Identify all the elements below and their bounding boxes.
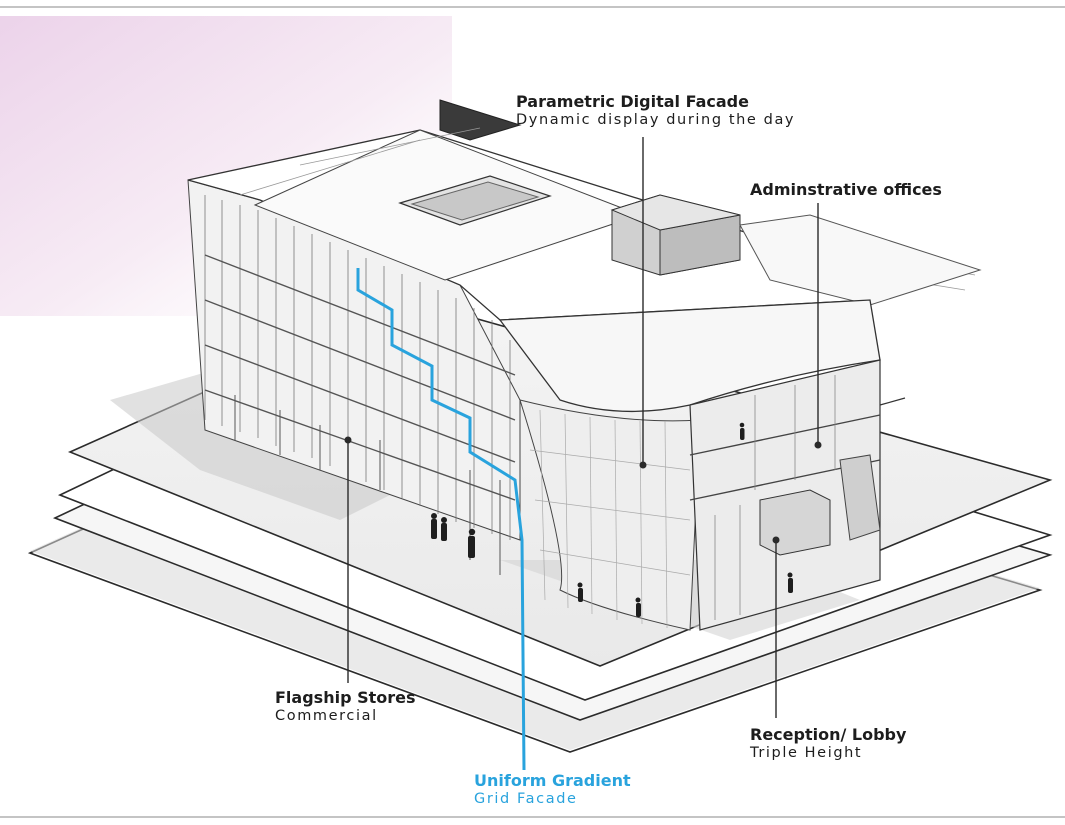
label-title: Adminstrative offices [750, 180, 942, 199]
label-subtitle: Commercial [275, 708, 378, 724]
uniform-gradient-grid-line [356, 268, 526, 771]
label-parametric-facade: Parametric Digital Facade Dynamic displa… [516, 92, 795, 128]
label-subtitle: Triple Height [750, 745, 863, 761]
label-flagship-stores: Flagship Stores Commercial [275, 688, 416, 724]
label-uniform-gradient: Uniform Gradient Grid Facade [474, 771, 631, 807]
label-subtitle: Grid Facade [474, 791, 578, 807]
label-reception-lobby: Reception/ Lobby Triple Height [750, 725, 906, 761]
label-title: Uniform Gradient [474, 771, 631, 790]
label-title: Parametric Digital Facade [516, 92, 749, 111]
people-figures [431, 422, 793, 617]
label-subtitle: Dynamic display during the day [516, 112, 796, 128]
label-title: Reception/ Lobby [750, 725, 907, 744]
leader-dots [344, 436, 822, 544]
label-administrative-offices: Adminstrative offices [750, 180, 942, 199]
building-mass [187, 99, 982, 631]
label-title: Flagship Stores [275, 688, 416, 707]
leader-lines [347, 137, 819, 718]
